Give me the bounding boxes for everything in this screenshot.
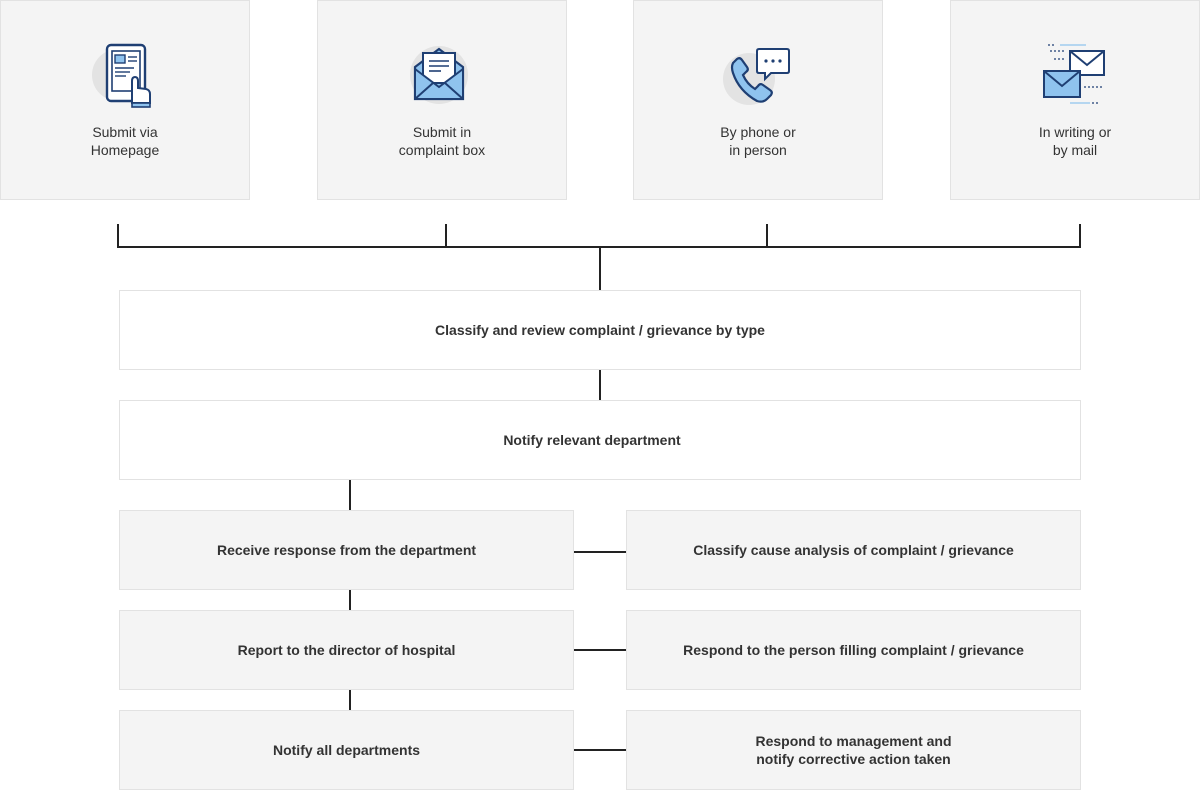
step-respond-person: Respond to the person filling complaint … [626,610,1081,690]
connector-line [117,224,119,247]
step-notify-all-departments: Notify all departments [119,710,574,790]
connector-line [599,246,601,290]
connector-line [599,370,601,400]
connector-line [766,224,768,247]
channel-label: Submit via Homepage [90,124,160,158]
connector-line [574,749,626,751]
connector-line [349,690,351,710]
channel-label: Submit in complaint box [398,124,486,158]
channel-card-complaint-box: Submit in complaint box [317,0,567,200]
channel-card-mail: In writing or by mail [950,0,1200,200]
connector-line [349,590,351,610]
connector-line [349,480,351,510]
step-classify-cause: Classify cause analysis of complaint / g… [626,510,1081,590]
connector-line [574,649,626,651]
envelope-letter-icon [407,41,477,111]
channel-label: In writing or by mail [1038,124,1112,158]
connector-line [1079,224,1081,247]
step-receive-response: Receive response from the department [119,510,574,590]
channel-label: By phone or in person [720,124,796,158]
tablet-touch-icon [90,41,160,111]
phone-chat-icon [723,41,793,111]
mail-send-icon [1040,41,1110,111]
step-classify-review: Classify and review complaint / grievanc… [119,290,1081,370]
connector-line [574,551,626,553]
channel-card-phone: By phone or in person [633,0,883,200]
channel-card-homepage: Submit via Homepage [0,0,250,200]
step-notify-department: Notify relevant department [119,400,1081,480]
connector-line [445,224,447,247]
step-report-director: Report to the director of hospital [119,610,574,690]
